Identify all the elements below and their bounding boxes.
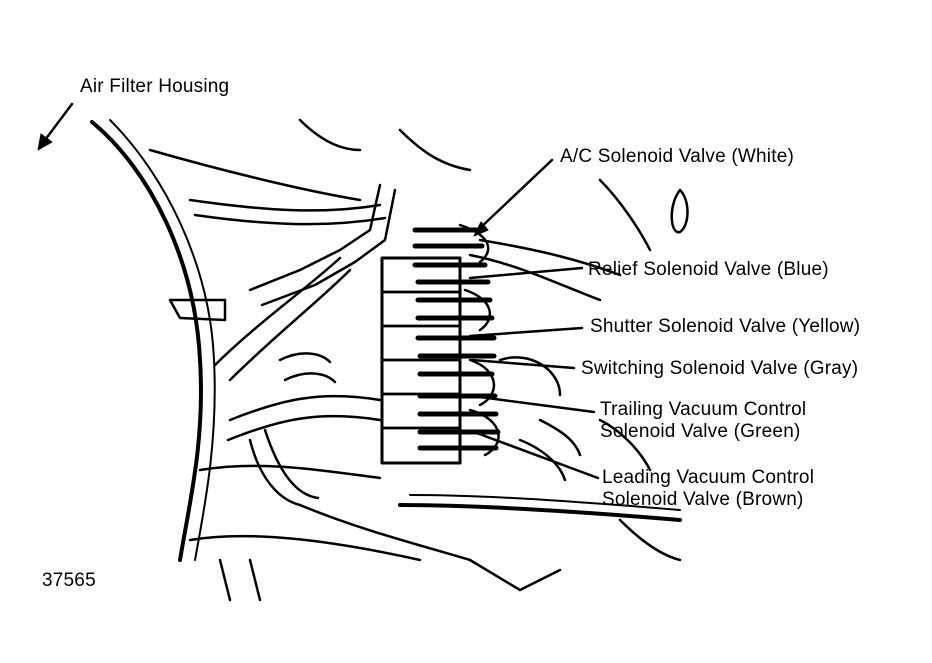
leader-lines: [468, 158, 600, 480]
switching-solenoid-leader: [470, 358, 576, 370]
trailing-solenoid-label-line2: Solenoid Valve (Green): [600, 421, 801, 442]
trailing-solenoid-label: Trailing Vacuum Control Solenoid Valve (…: [600, 399, 806, 443]
shutter-solenoid-label: Shutter Solenoid Valve (Yellow): [590, 316, 861, 337]
air-filter-housing-outline: [90, 120, 203, 562]
leading-solenoid-label-line1: Leading Vacuum Control: [602, 467, 815, 488]
ac-solenoid-leader: [476, 158, 554, 232]
air-filter-housing-inner: [109, 119, 216, 561]
solenoid-valve-block: [380, 223, 501, 465]
air-filter-arrow: [37, 102, 74, 151]
figure-id: 37565: [42, 570, 96, 591]
leading-solenoid-leader: [472, 430, 600, 480]
relief-solenoid-label: Relief Solenoid Valve (Blue): [588, 259, 829, 280]
ac-solenoid-label: A/C Solenoid Valve (White): [560, 146, 794, 167]
engine-hoses: [148, 118, 689, 602]
leading-solenoid-label: Leading Vacuum Control Solenoid Valve (B…: [602, 467, 814, 511]
trailing-solenoid-leader: [470, 394, 596, 414]
switching-solenoid-label: Switching Solenoid Valve (Gray): [581, 358, 859, 379]
relief-solenoid-leader: [468, 266, 584, 280]
leading-solenoid-label-line2: Solenoid Valve (Brown): [602, 489, 804, 510]
air-filter-housing-label: Air Filter Housing: [80, 76, 230, 97]
trailing-solenoid-label-line1: Trailing Vacuum Control: [600, 399, 807, 420]
shutter-solenoid-leader: [468, 326, 584, 338]
